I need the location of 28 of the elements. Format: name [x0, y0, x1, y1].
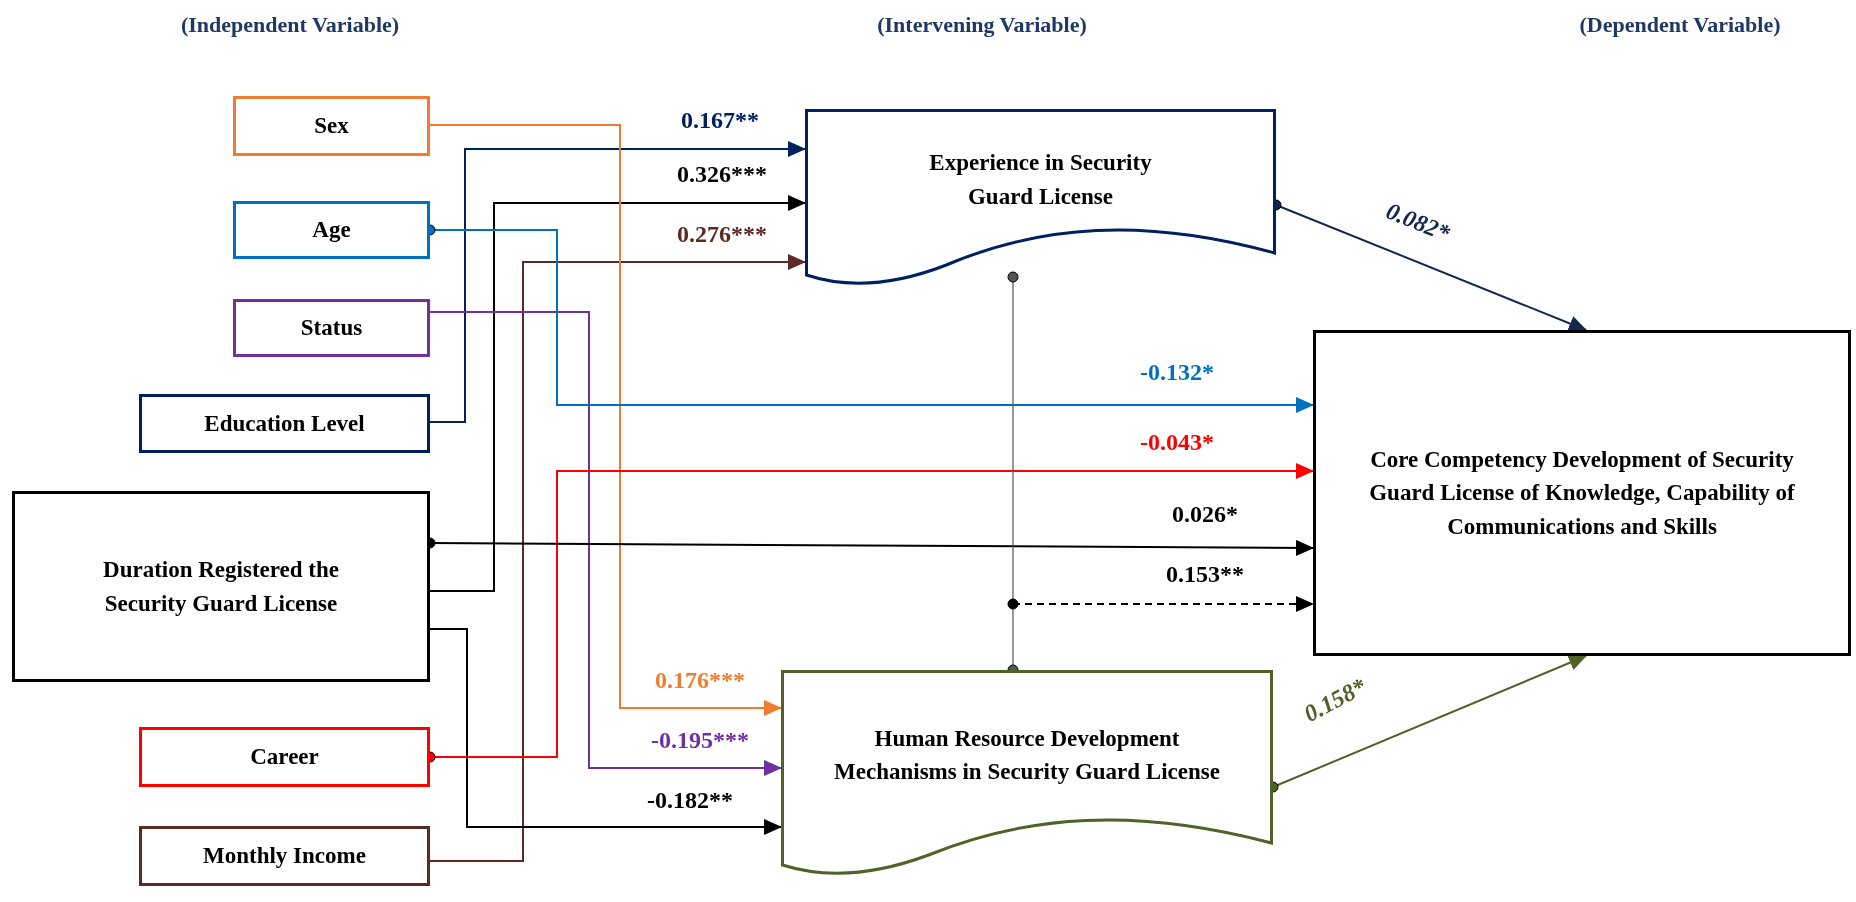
arrow	[429, 195, 806, 592]
node-label: Duration Registered the Security Guard License	[102, 556, 340, 618]
arrow	[1007, 596, 1314, 612]
node-label: Experience in Security Guard License	[928, 149, 1153, 211]
section-heading: (Dependent Variable)	[1579, 10, 1781, 39]
arrow	[429, 628, 782, 835]
outcome-box	[1313, 330, 1851, 656]
arrow	[429, 124, 782, 716]
node-label: Status	[300, 314, 363, 343]
arrow	[429, 254, 806, 862]
node-label: Education Level	[204, 409, 365, 438]
variable-box	[139, 727, 430, 787]
variable-box	[12, 491, 430, 682]
node-label: Career	[250, 743, 319, 772]
variable-box	[139, 826, 430, 886]
variable-box	[233, 299, 430, 357]
section-heading: (Independent Variable)	[180, 10, 400, 39]
node-label: Human Resource Development Mechanisms in Security Guard License	[833, 724, 1221, 786]
node-label: Age	[312, 216, 351, 245]
variable-box	[139, 394, 430, 453]
node-label: Monthly Income	[203, 842, 366, 871]
section-heading: (Intervening Variable)	[877, 10, 1087, 39]
node-label: Core Competency Development of Security Guard License of Knowledge, Capability of Communications and Skills	[1368, 446, 1796, 541]
arrow	[429, 311, 782, 776]
variable-box	[233, 201, 430, 259]
variable-box	[233, 96, 430, 156]
arrow	[429, 141, 806, 423]
node-label: Sex	[314, 112, 349, 141]
